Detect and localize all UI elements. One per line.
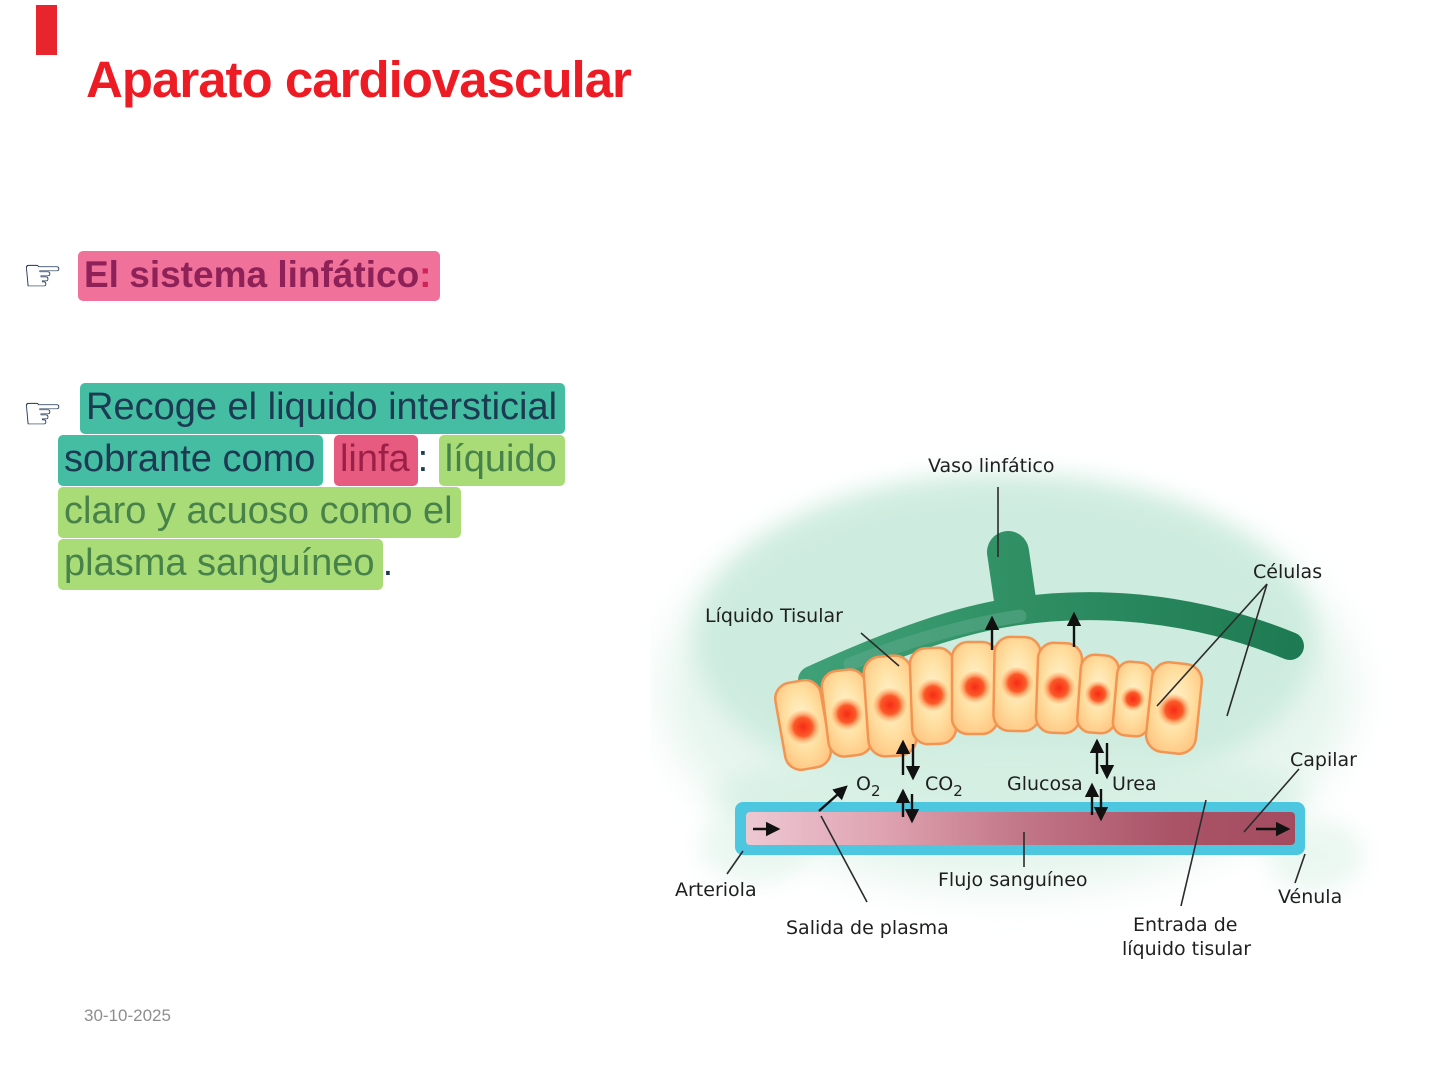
bullet1-text: El sistema linfático [84,254,420,295]
label-urea: Urea [1112,773,1157,795]
red-accent-bar [36,5,57,55]
pointing-hand-icon: ☞ [22,249,64,301]
tissue-capillary-diagram: Vaso linfático Líquido Tisular Células C… [663,455,1363,960]
label-o2: O2 [856,773,881,800]
page-title: Aparato cardiovascular [86,51,632,108]
period: . [382,542,394,584]
label-vaso-linfatico: Vaso linfático [928,455,1054,477]
exchange-arrows [753,611,1291,837]
slide-date: 30-10-2025 [84,1006,171,1025]
highlight-teal: sobrante como [58,435,324,486]
label-arteriola: Arteriola [675,879,757,901]
highlight-green: plasma sanguíneo [58,539,383,590]
highlight-green: líquido [438,435,565,486]
paragraph-line-1: Recoge el liquido intersticial [80,383,566,434]
label-salida-de-plasma: Salida de plasma [786,917,949,939]
label-entrada-line2: líquido tisular [1122,938,1251,960]
label-glucosa: Glucosa [1007,773,1083,795]
label-entrada-line1: Entrada de [1133,914,1237,936]
label-capilar: Capilar [1290,749,1357,771]
label-liquido-tisular: Líquido Tisular [705,605,843,627]
lymph-vessel [798,531,1304,694]
pointing-hand-icon: ☞ [22,387,64,439]
highlight-green: claro y acuoso como el [58,487,461,538]
paragraph-line-4: plasma sanguíneo. [58,539,394,590]
paragraph-line-2: sobrante como linfa: líquido [58,435,565,486]
label-venula: Vénula [1278,886,1342,908]
label-celulas: Células [1253,561,1322,583]
label-co2: CO2 [925,773,963,800]
highlight-crimson-linfa: linfa [333,435,418,486]
cell-nuclei [786,667,1190,744]
label-flujo-sanguineo: Flujo sanguíneo [938,869,1088,891]
colon: : [417,438,429,480]
bullet-lymphatic-system: El sistema linfático: [78,251,440,301]
highlight-teal: Recoge el liquido intersticial [80,383,566,434]
paragraph-line-3: claro y acuoso como el [58,487,461,538]
bullet1-colon: : [419,254,432,295]
highlight-pink: El sistema linfático: [78,251,440,301]
capillary-tube [735,802,1305,855]
pointer-lines [726,487,1306,907]
